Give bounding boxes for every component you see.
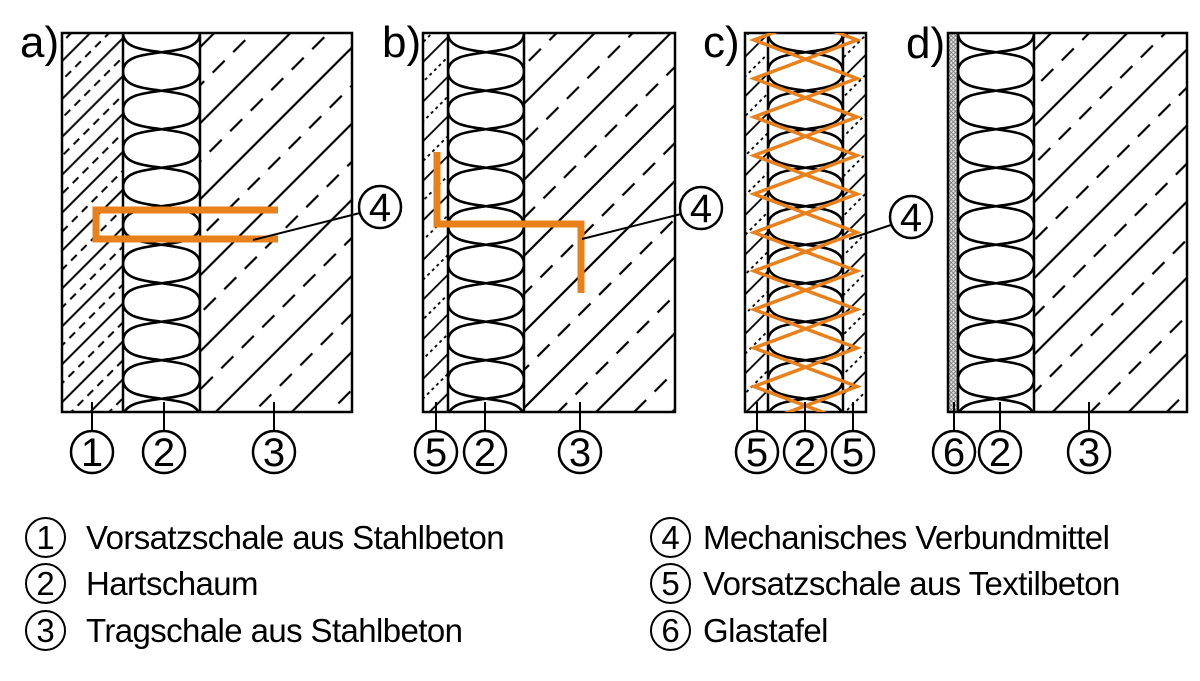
callout-number: 4	[369, 186, 391, 230]
legend-label: Hartschaum	[86, 564, 259, 602]
panel-label: c)	[703, 18, 740, 67]
callout-circle	[931, 429, 977, 475]
legend-label: Mechanisches Verbundmittel	[703, 518, 1110, 556]
callout-number: 2	[153, 431, 175, 475]
callout-circle	[782, 429, 828, 475]
layer-tragschale-stahlbeton	[200, 33, 352, 412]
leader-line	[581, 213, 682, 240]
callout-number: 5	[425, 431, 447, 475]
callout-circle	[830, 429, 876, 475]
callout-number: 2	[989, 431, 1011, 475]
layer-vorsatzschale-textilbeton	[745, 33, 768, 412]
mechanical-connector	[92, 206, 278, 243]
callout-number: 1	[81, 431, 103, 475]
layer-vorsatzschale-textilbeton	[843, 33, 866, 412]
legend-number-circle: 4	[650, 517, 691, 558]
leader-line	[252, 212, 361, 241]
callout-circle	[357, 184, 403, 230]
callout-number: 5	[746, 431, 768, 475]
legend-item-5: 5 Vorsatzschale aus Textilbeton	[650, 563, 1120, 604]
callout-circle	[734, 429, 780, 475]
legend-number-circle: 2	[25, 563, 66, 604]
layer-tragschale-stahlbeton	[1034, 33, 1187, 412]
panel-label: a)	[20, 18, 59, 67]
layer-glastafel	[948, 33, 958, 412]
section-outline	[60, 31, 354, 414]
callout-number: 3	[1078, 431, 1100, 475]
legend-item-4: 4 Mechanisches Verbundmittel	[650, 517, 1110, 558]
panel-label: b)	[382, 18, 421, 67]
callout-number: 3	[263, 431, 285, 475]
callout-number: 3	[569, 431, 591, 475]
callout-number: 4	[690, 187, 712, 231]
leader-line	[848, 224, 892, 240]
section-outline	[946, 31, 1189, 414]
callout-circle	[141, 429, 187, 475]
callout-number: 2	[794, 431, 816, 475]
callout-circle	[977, 429, 1023, 475]
callout-circle	[557, 429, 603, 475]
section-outline	[421, 31, 677, 414]
callout-circle	[413, 429, 459, 475]
lattice-connector	[749, 33, 862, 412]
callout-circle	[251, 429, 297, 475]
callout-circle	[462, 429, 508, 475]
callout-circle	[69, 429, 115, 475]
panel-label: d)	[906, 19, 945, 68]
legend-label: Vorsatzschale aus Stahlbeton	[86, 518, 505, 556]
panel-a: a) 4 1 2 3	[20, 18, 403, 475]
callout-number: 6	[943, 431, 965, 475]
legend-number-circle: 1	[25, 517, 66, 558]
callout-number: 5	[842, 431, 864, 475]
legend-item-6: 6 Glastafel	[650, 610, 828, 651]
legend-label: Tragschale aus Stahlbeton	[86, 611, 463, 649]
callout-circle	[1066, 429, 1112, 475]
legend-label: Vorsatzschale aus Textilbeton	[703, 564, 1120, 602]
callout-number: 4	[900, 196, 922, 240]
layer-hartschaum	[123, 33, 200, 412]
legend-label: Glastafel	[703, 611, 828, 649]
layer-hartschaum	[958, 33, 1034, 412]
legend-number-circle: 3	[25, 610, 66, 651]
legend-number-circle: 5	[650, 563, 691, 604]
callout-number: 2	[474, 431, 496, 475]
legend-item-3: 3 Tragschale aus Stahlbeton	[25, 610, 463, 651]
callout-circle	[888, 194, 934, 240]
legend-number-circle: 6	[650, 610, 691, 651]
mechanical-connector	[433, 152, 585, 293]
legend-item-2: 2 Hartschaum	[25, 563, 259, 604]
callout-circle	[678, 185, 724, 231]
legend-item-1: 1 Vorsatzschale aus Stahlbeton	[25, 517, 505, 558]
